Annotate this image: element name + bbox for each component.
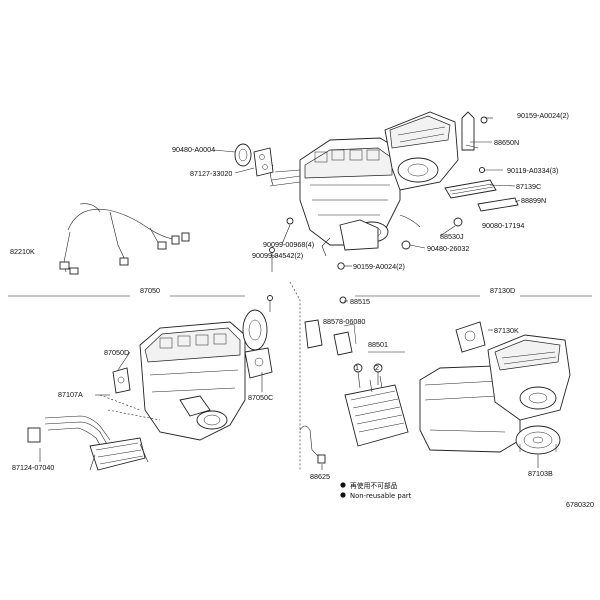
part-labels: 90159-A0024(2) 88650N 90119-A0334(3) 871… <box>10 111 569 481</box>
label-87050c: 87050C <box>248 393 273 402</box>
damper-87130k <box>455 321 486 353</box>
bracket-88650n <box>461 111 488 174</box>
label-87124-07040: 87124-07040 <box>12 463 54 472</box>
legend-dot-1-icon <box>340 482 346 488</box>
figure-code: 6780320 <box>566 500 594 509</box>
middle-sensors <box>304 296 357 356</box>
wire-harness-82210k <box>59 203 190 275</box>
legend-nonreuse: Non-reusable part <box>350 492 412 500</box>
label-87107a: 87107A <box>58 390 83 399</box>
label-90480-26032: 90480-26032 <box>427 244 469 253</box>
seal-grommets <box>234 143 274 177</box>
legend: 再使用不可部品 Non-reusable part <box>340 481 412 500</box>
label-87130k: 87130K <box>494 326 519 335</box>
air-filter <box>444 179 519 212</box>
label-88515: 88515 <box>350 297 370 306</box>
heater-pipes <box>27 394 161 471</box>
label-87103b: 87103B <box>528 469 553 478</box>
label-87050: 87050 <box>140 286 160 295</box>
legend-dot-2-icon <box>340 492 346 498</box>
label-90099-04542: 90099-04542(2) <box>252 251 303 260</box>
evaporator-88501 <box>344 351 409 447</box>
label-88899n: 88899N <box>521 196 546 205</box>
legend-reuse-jp: 再使用不可部品 <box>350 481 398 490</box>
label-90119-a0334: 90119-A0334(3) <box>507 166 558 175</box>
callout-number-2: 2 <box>375 363 379 372</box>
label-87139c: 87139C <box>516 182 541 191</box>
blower-fan-87103b <box>515 425 561 455</box>
hvac-unit-assembly <box>269 111 459 257</box>
heater-unit-87050 <box>139 321 246 441</box>
label-90080-17194: 90080-17194 <box>482 221 524 230</box>
blower-unit-87130d <box>419 334 571 453</box>
servo-87050d <box>112 367 131 394</box>
label-90099-00968: 90099-00968(4) <box>263 240 314 249</box>
label-88530j: 88530J <box>440 232 464 241</box>
label-88650n: 88650N <box>494 138 519 147</box>
label-88578-06080: 88578-06080 <box>323 317 365 326</box>
label-90480-a0004: 90480-A0004 <box>172 145 215 154</box>
leader-lines <box>39 117 539 470</box>
label-87130d: 87130D <box>490 286 515 295</box>
callout-number-1: 1 <box>355 363 359 372</box>
group-brackets <box>8 281 592 470</box>
label-88625: 88625 <box>310 472 330 481</box>
thermistor-88625 <box>299 425 326 464</box>
label-88501: 88501 <box>368 340 388 349</box>
label-87127-33020: 87127-33020 <box>190 169 232 178</box>
label-87050d: 87050D <box>104 348 129 357</box>
label-90159-a0024-top: 90159-A0024(2) <box>517 111 569 120</box>
label-82210k: 82210K <box>10 247 35 256</box>
label-90159-a0024-mid: 90159-A0024(2) <box>353 262 405 271</box>
fasteners-top <box>269 217 463 272</box>
motor-87050c <box>242 295 273 379</box>
